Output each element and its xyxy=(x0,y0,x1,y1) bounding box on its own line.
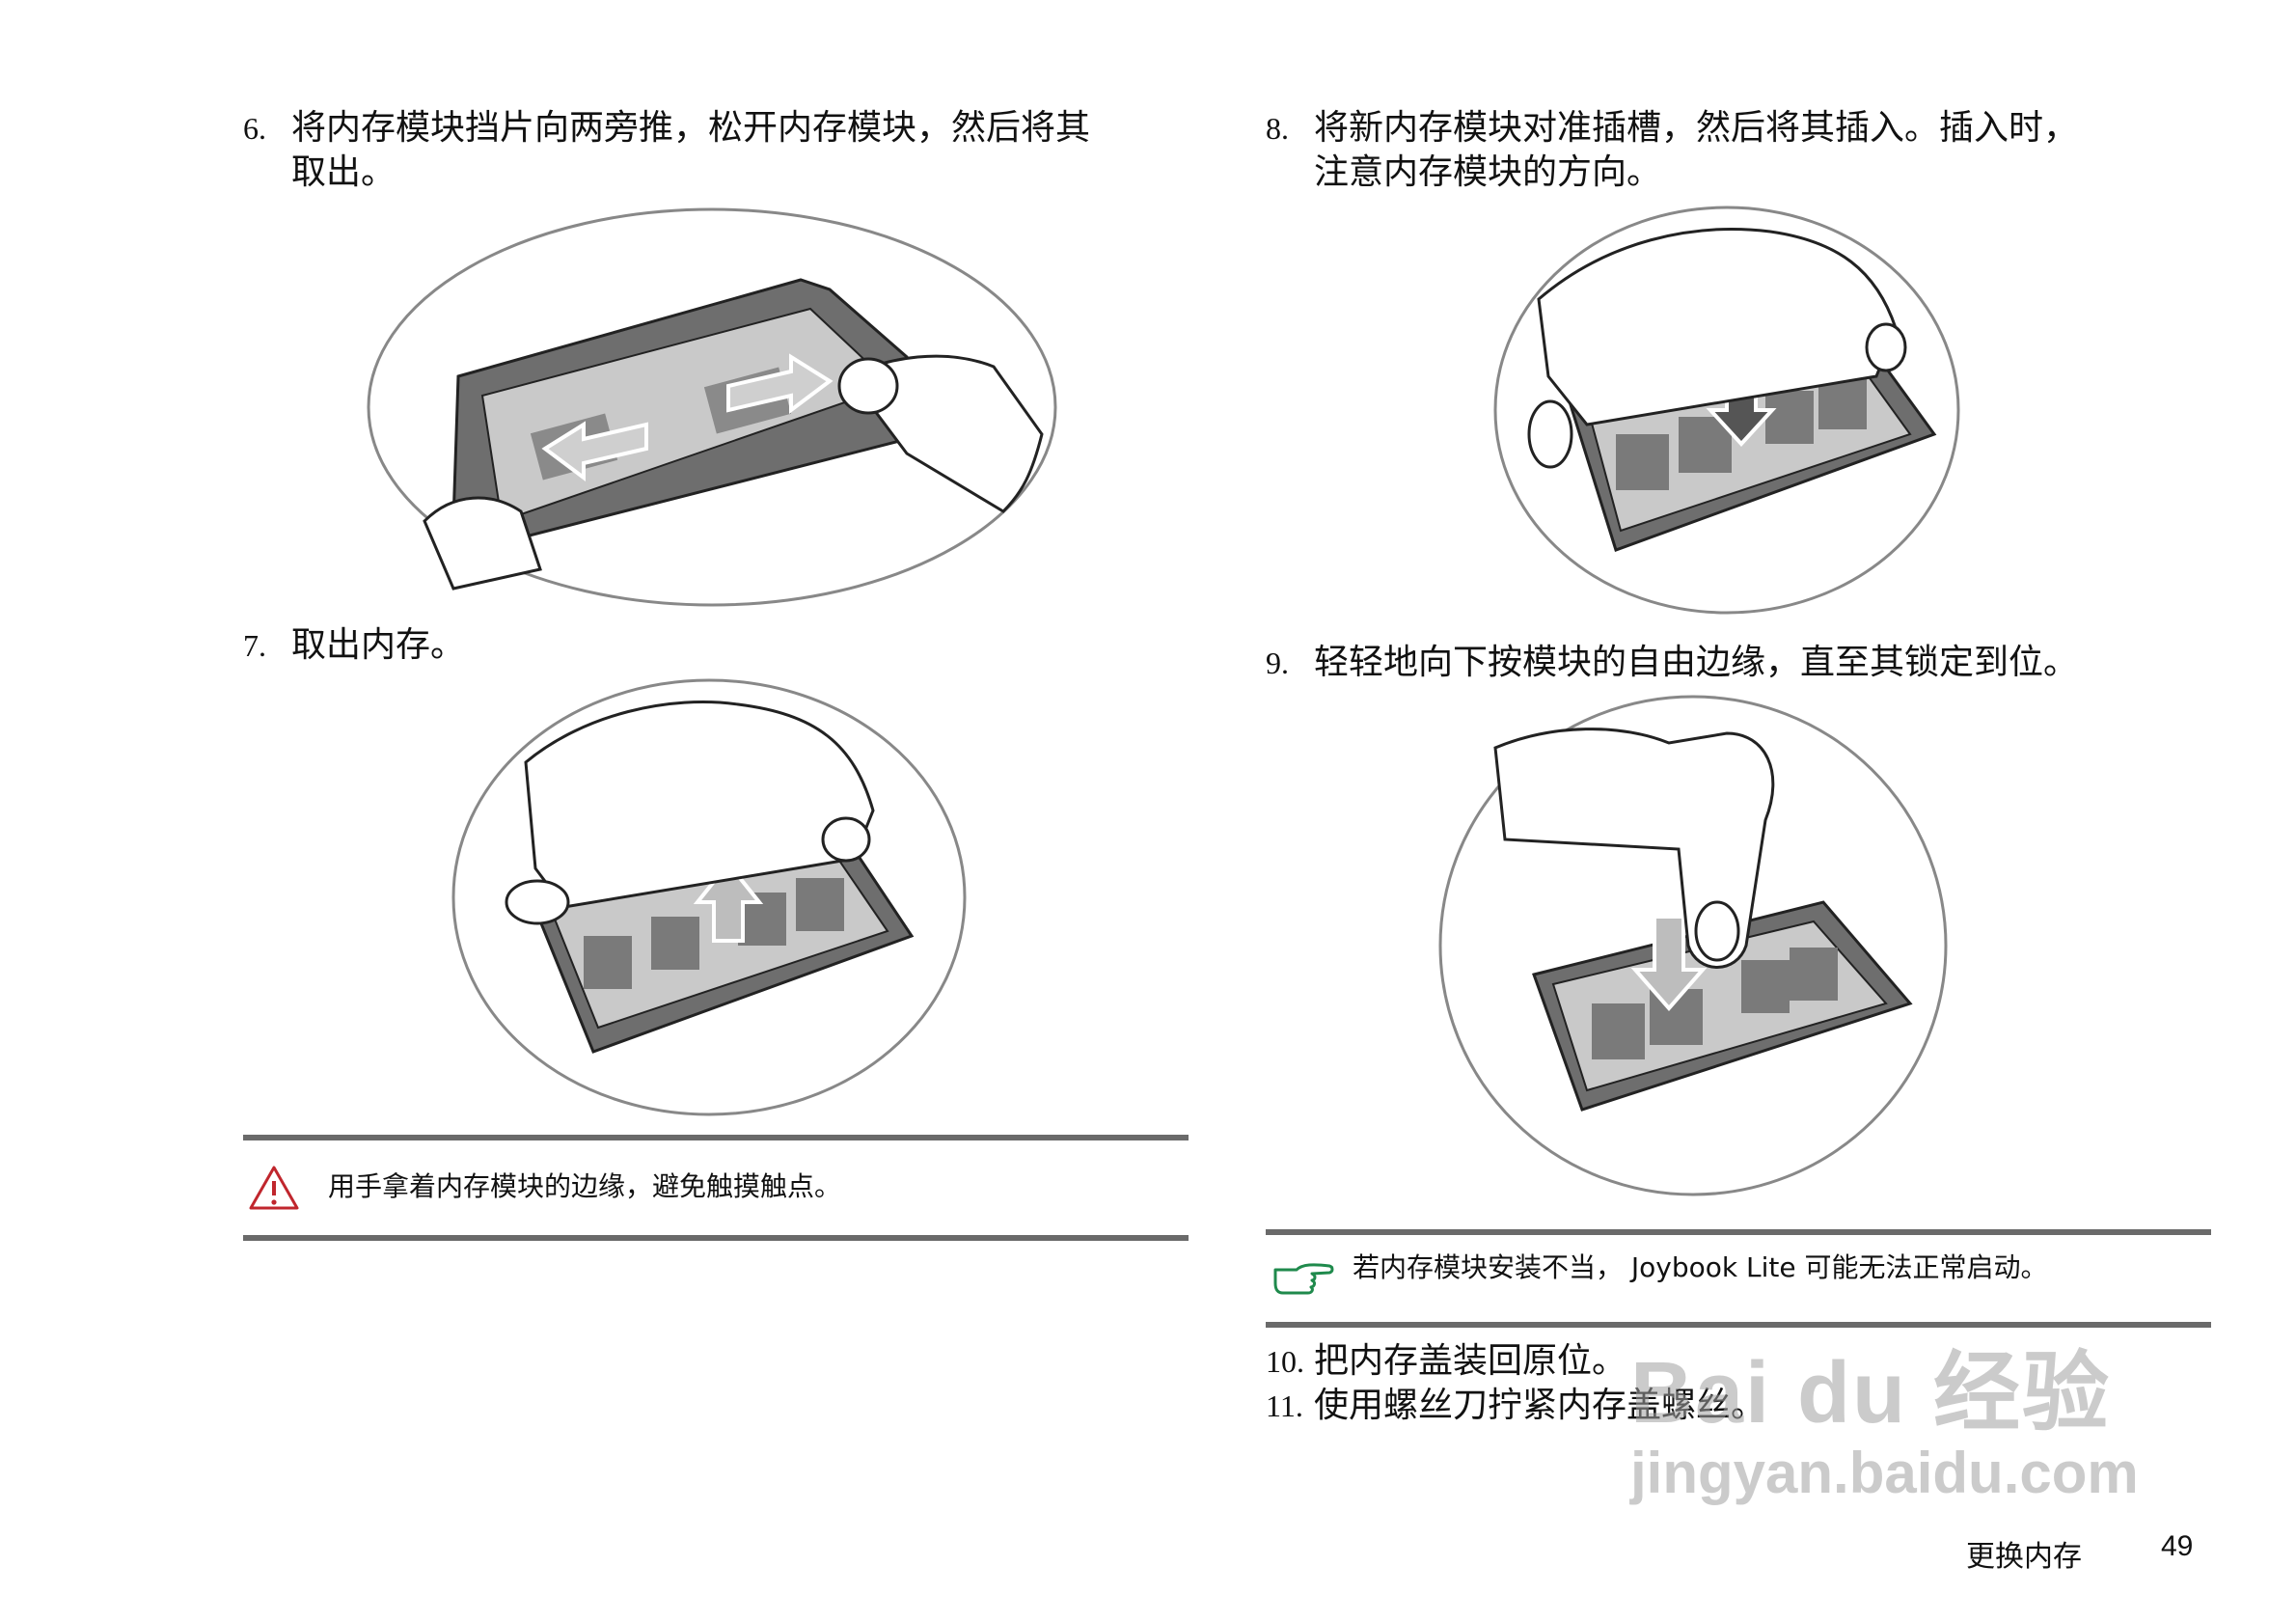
separator-top-tip xyxy=(1266,1229,2211,1235)
warning-triangle-icon xyxy=(249,1166,299,1210)
step-9: 9. 轻轻地向下按模块的自由边缘，直至其锁定到位。 xyxy=(1266,641,2230,689)
illustration-insert-memory xyxy=(1493,206,1960,615)
step-text: 使用螺丝刀拧紧内存盖螺丝。 xyxy=(1314,1386,1766,1425)
illustration-release-clips xyxy=(367,207,1057,607)
watermark-line1: Bai du 经验 xyxy=(1630,1345,2112,1442)
footer-section-title: 更换内存 xyxy=(1966,1540,2082,1574)
step-text-line: 将内存模块挡片向两旁推，松开内存模块，然后将其 xyxy=(291,108,1091,148)
separator-bottom-warning xyxy=(243,1235,1189,1241)
separator-top-warning xyxy=(243,1135,1189,1140)
step-number: 10. xyxy=(1266,1344,1304,1379)
step-number: 6. xyxy=(243,111,266,146)
step-number: 8. xyxy=(1266,111,1289,146)
step-11: 11. 使用螺丝刀拧紧内存盖螺丝。 xyxy=(1266,1384,2230,1428)
illustration-press-memory-edge xyxy=(1438,695,1948,1196)
illustration-remove-memory xyxy=(451,678,967,1116)
pointing-hand-icon xyxy=(1273,1263,1334,1295)
warning-note-text: 用手拿着内存模块的边缘，避免触摸触点。 xyxy=(328,1170,842,1202)
step-text-line: 将新内存模块对准插槽，然后将其插入。插入时， xyxy=(1314,108,2079,148)
step-8: 8. 将新内存模块对准插槽，然后将其插入。插入时， 注意内存模块的方向。 xyxy=(1266,106,2230,199)
step-number: 9. xyxy=(1266,646,1289,680)
step-text: 将内存模块挡片向两旁推，松开内存模块，然后将其 取出。 xyxy=(291,106,1090,195)
step-number: 7. xyxy=(243,628,266,663)
step-6: 6. 将内存模块挡片向两旁推，松开内存模块，然后将其 取出。 xyxy=(243,106,1208,199)
step-7: 7. 取出内存。 xyxy=(243,623,1015,672)
separator-bottom-tip xyxy=(1266,1322,2211,1328)
step-number: 11. xyxy=(1266,1388,1303,1423)
page-number: 49 xyxy=(2161,1530,2194,1562)
baidu-jingyan-watermark: Bai du 经验 jingyan.baidu.com xyxy=(1630,1322,2139,1506)
step-text-line: 取出。 xyxy=(291,152,396,192)
step-text: 把内存盖装回原位。 xyxy=(1314,1341,1627,1381)
step-10: 10. 把内存盖装回原位。 xyxy=(1266,1339,2230,1384)
step-text: 将新内存模块对准插槽，然后将其插入。插入时， 注意内存模块的方向。 xyxy=(1314,106,2078,195)
step-text: 取出内存。 xyxy=(291,625,466,665)
step-text-line: 注意内存模块的方向。 xyxy=(1314,152,1662,192)
tip-note-text: 若内存模块安装不当， Joybook Lite 可能无法正常启动。 xyxy=(1353,1251,2048,1283)
watermark-line2: jingyan.baidu.com xyxy=(1630,1441,2139,1505)
step-text: 轻轻地向下按模块的自由边缘，直至其锁定到位。 xyxy=(1314,643,2079,682)
